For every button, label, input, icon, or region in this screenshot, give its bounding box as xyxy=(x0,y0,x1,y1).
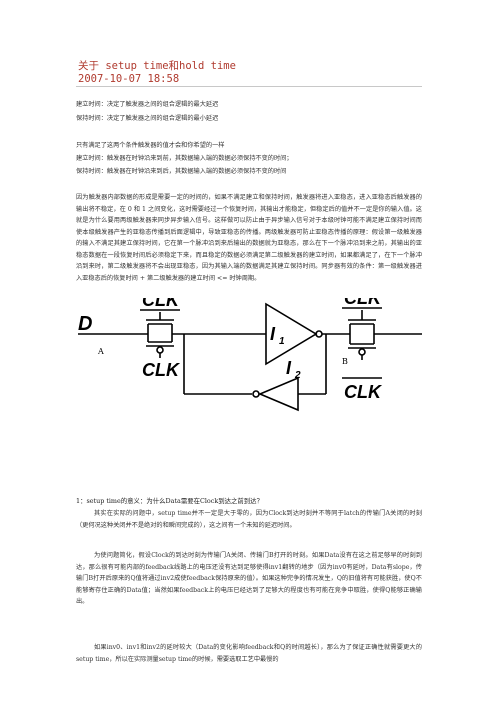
inverter-i1-subscript: 1 xyxy=(279,336,285,347)
input-label-d: D xyxy=(78,313,92,335)
node-b-label: B xyxy=(342,357,348,366)
question-1-heading: 1：setup time的意义：为什么Data需要在Clock到达之前到达？ xyxy=(76,497,263,505)
setup-explanation-paragraph: 其实在实际的问题中，setup time并不一定是大于零的，因为Clock到达时… xyxy=(76,510,422,529)
condition-setup: 建立时间：触发器在时钟沿来到前，其数据输入端的数据必须保持不变的时间； xyxy=(76,155,293,162)
post-title: 关于 setup time和hold time xyxy=(78,60,236,72)
clk-label-top-left: CLK xyxy=(142,298,181,310)
node-a-label: A xyxy=(97,347,104,356)
inverter-i2 xyxy=(257,376,299,412)
definition-setup: 建立时间：决定了触发器之间的组合逻辑的最大延迟 xyxy=(76,101,219,108)
condition-hold: 保持时间：触发器在时钟沿来到后，其数据输入端的数据必须保持不变的时间 xyxy=(76,168,287,175)
post-date: 2007-10-07 18:58 xyxy=(78,73,180,85)
title-divider xyxy=(76,86,422,87)
clk-label-bottom-left: CLK xyxy=(142,360,181,380)
inverter-i2-label: I xyxy=(286,358,292,378)
simplified-case-paragraph: 为使问题简化，假设Clock的到达时刻为传输门A关闭、传输门B打开的时刻。如果D… xyxy=(76,552,422,605)
condition-intro: 只有满足了这两个条件触发器的值才会和你希望的一样 xyxy=(76,142,225,149)
inverter-i1-label: I xyxy=(270,324,276,344)
delay-paragraph: 如果inv0、inv1和inv2的延时较大（Data的变化影响feedback和… xyxy=(76,644,422,663)
latch-circuit-diagram: CLK CLK CLK CLK D I 1 I 2 A B xyxy=(78,298,422,412)
definition-hold: 保持时间：决定了触发器之间的组合逻辑的最小延迟 xyxy=(76,115,219,122)
clk-label-bottom-right: CLK xyxy=(344,382,383,402)
clk-label-top-right: CLK xyxy=(344,298,383,308)
metastability-paragraph: 因为触发器内部数据的形成是需要一定的时间的，如果不满足建立和保持时间，触发器将进… xyxy=(76,194,422,282)
inverter-i2-subscript: 2 xyxy=(294,370,301,381)
inverter-i1 xyxy=(265,302,318,366)
